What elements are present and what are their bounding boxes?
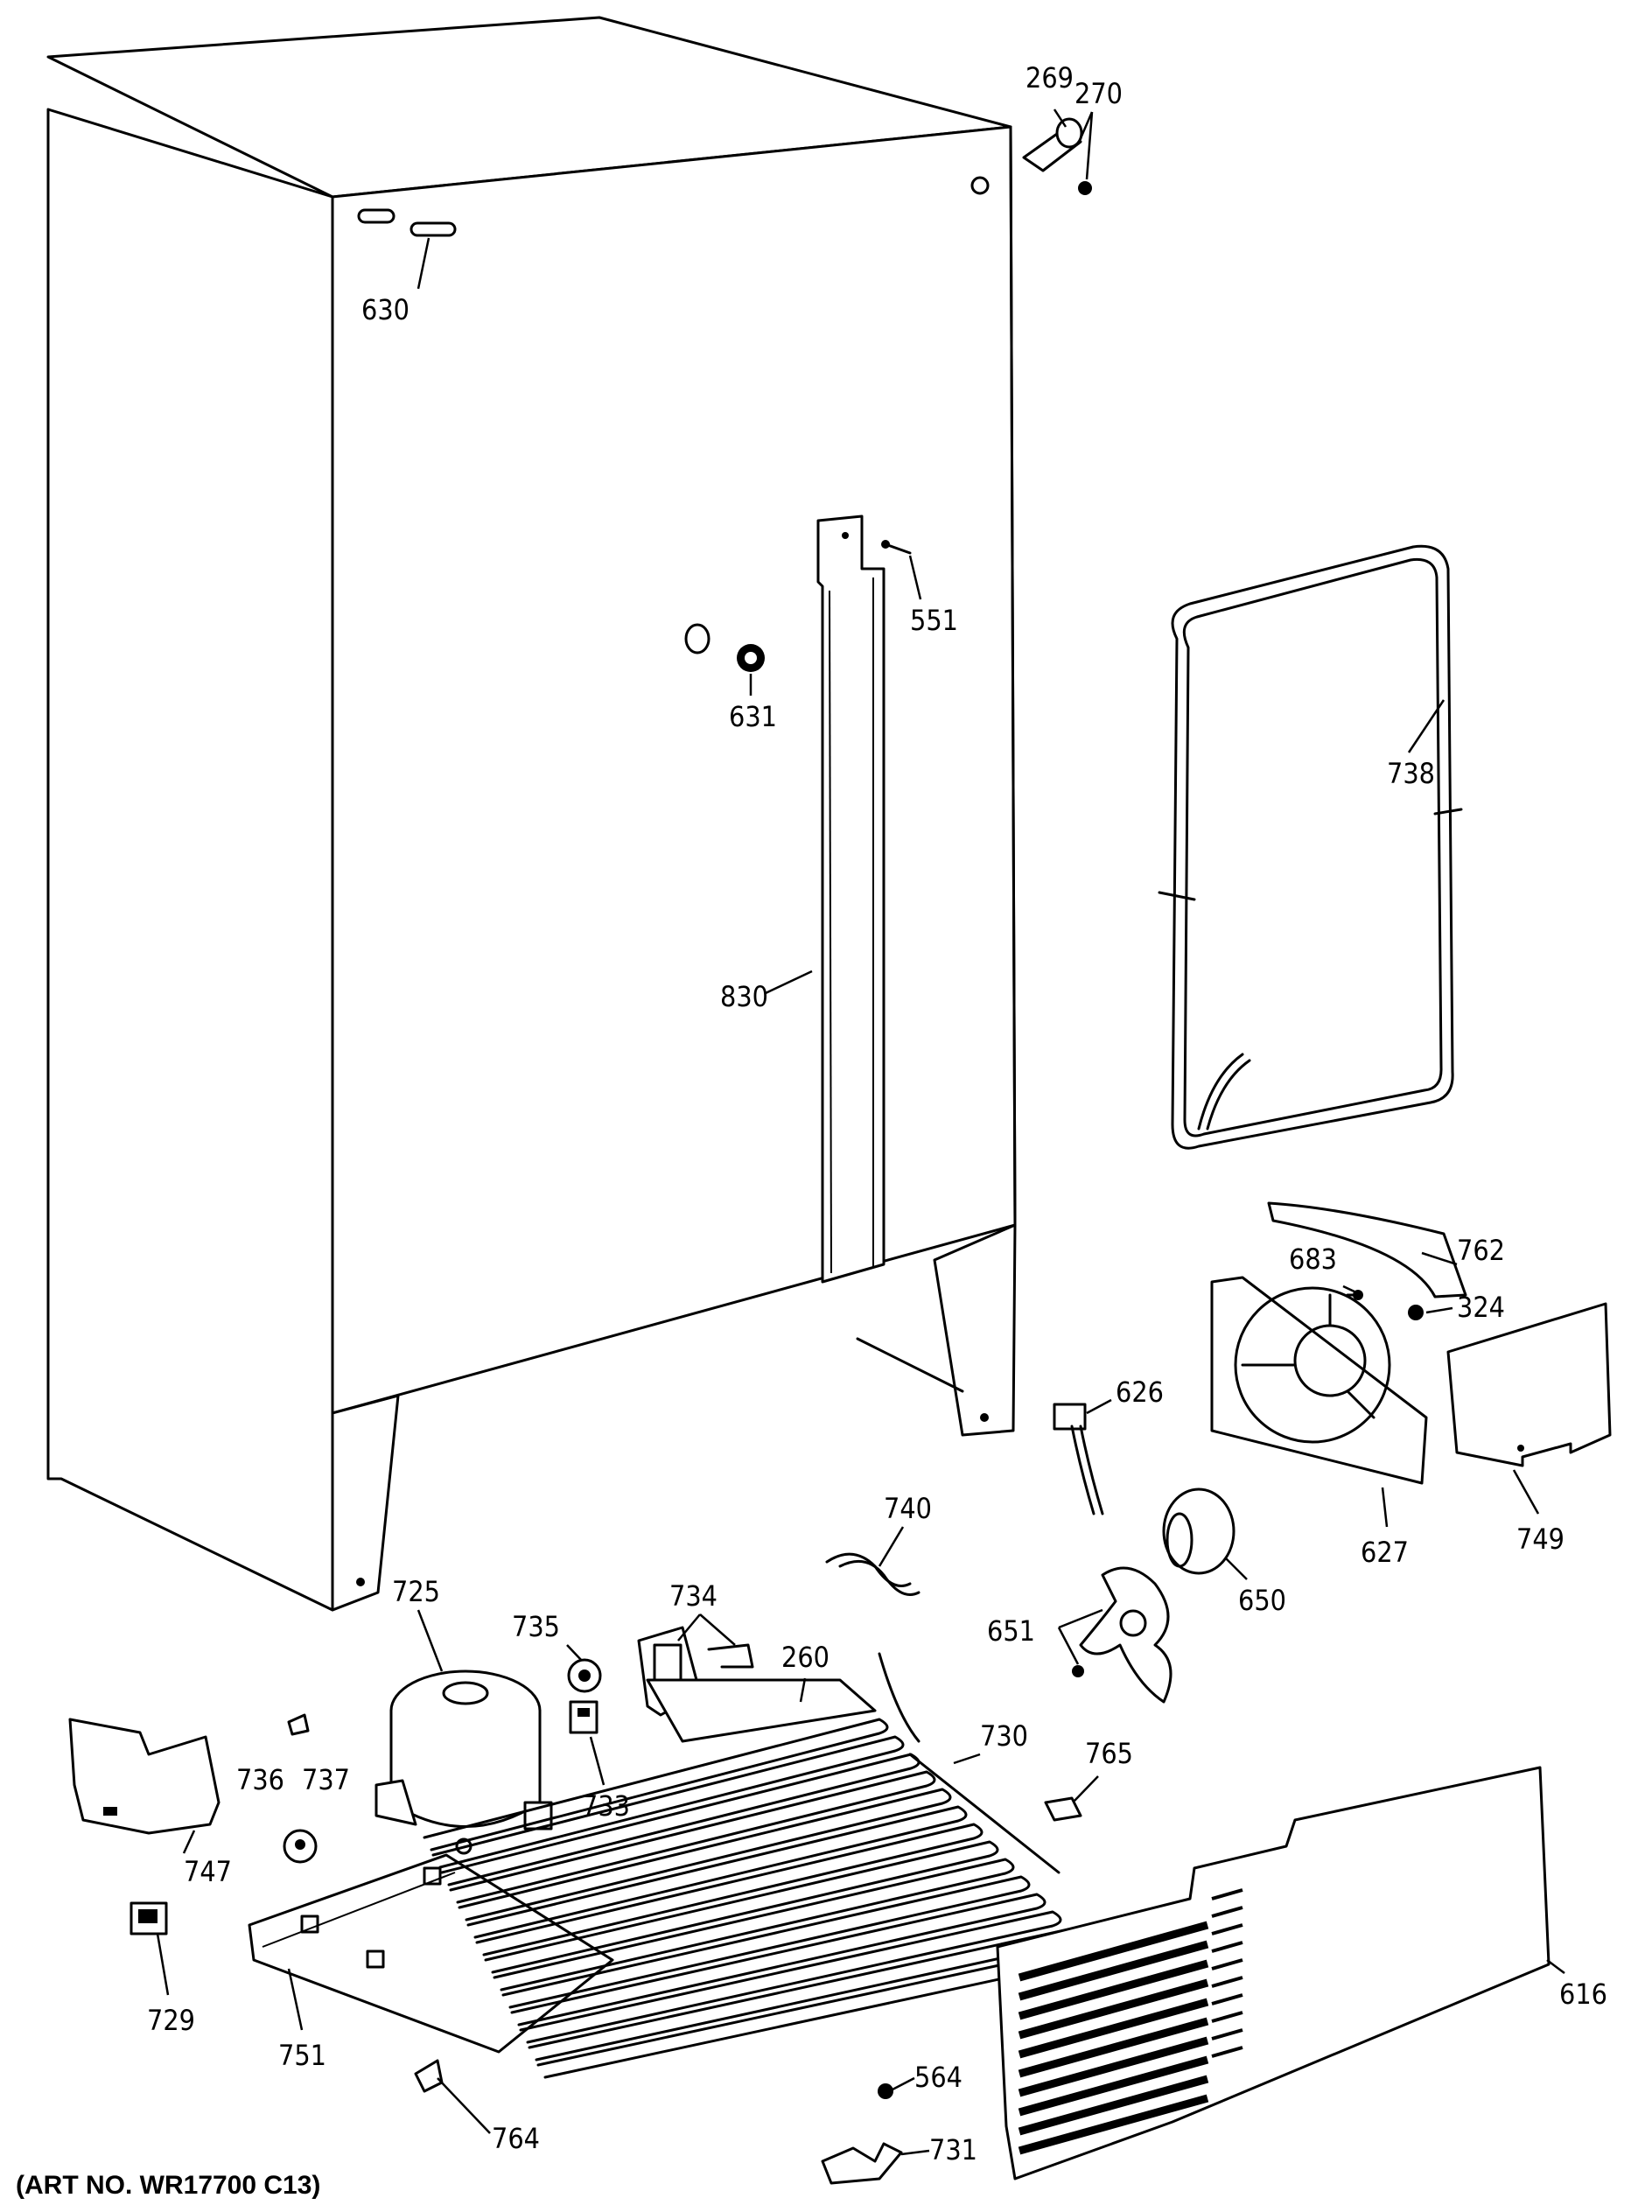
grille-vent <box>1211 1993 1243 2006</box>
grille-slot <box>1018 2094 1209 2155</box>
label-630: 630 <box>361 293 410 326</box>
label-735: 735 <box>512 1610 560 1643</box>
grille-slot <box>1018 1978 1209 2040</box>
grille-slot <box>1018 1921 1209 1982</box>
label-651: 651 <box>987 1614 1035 1648</box>
tube-clamp-part <box>1044 1796 1082 1822</box>
label-627: 627 <box>1361 1536 1409 1569</box>
coil-tube <box>475 1823 984 1956</box>
grille-vent <box>1211 1976 1243 1988</box>
coil-tube <box>466 1805 968 1939</box>
grille-slot <box>1018 1959 1209 2020</box>
grille-vent <box>1211 2046 1243 2058</box>
grille-slot <box>1018 2017 1209 2078</box>
coil-tube <box>528 1928 1078 2062</box>
condenser-fan-blade-part <box>1072 1566 1172 1704</box>
refrigerator-cabinet <box>46 16 1017 1612</box>
label-765: 765 <box>1085 1737 1133 1770</box>
coil-tube <box>449 1770 936 1904</box>
label-764: 764 <box>492 2122 540 2155</box>
capacitor-part <box>130 1901 168 1936</box>
door-gasket-part <box>1158 544 1463 1150</box>
part-number-labels: 269 270 630 551 631 738 830 762 683 324 … <box>147 61 1607 2166</box>
cover-panel-part <box>1446 1302 1612 1467</box>
grille-vent <box>1211 1888 1243 1900</box>
label-733: 733 <box>582 1789 630 1823</box>
grille-vent <box>1211 2028 1243 2040</box>
label-736: 736 <box>236 1763 284 1796</box>
hinge-pin-part <box>1022 117 1092 195</box>
grille-vent <box>1211 1958 1243 1970</box>
label-551: 551 <box>910 604 958 637</box>
rear-grille-part <box>996 1766 1550 2180</box>
label-738: 738 <box>1387 757 1435 790</box>
terminal-cover-part <box>68 1718 220 1835</box>
condenser-fan-motor-part <box>1162 1488 1236 1575</box>
label-730: 730 <box>980 1719 1028 1753</box>
coil-tube <box>501 1875 1031 2009</box>
grille-vent <box>1211 1941 1243 1953</box>
drain-pan-part <box>248 1853 614 2054</box>
grille-slot <box>1018 2075 1209 2136</box>
fan-shroud-part <box>1210 1276 1428 1485</box>
label-737: 737 <box>302 1763 350 1796</box>
grille-slot <box>1018 2055 1209 2117</box>
label-650: 650 <box>1238 1584 1286 1617</box>
label-269: 269 <box>1026 61 1074 94</box>
label-751: 751 <box>278 2039 326 2072</box>
duct-strip-part <box>1267 1201 1467 1298</box>
label-747: 747 <box>184 1855 232 1888</box>
defrost-thermostat-part <box>1053 1403 1104 1516</box>
coil-tube <box>458 1788 952 1922</box>
label-734: 734 <box>669 1579 718 1613</box>
small-clips <box>283 1713 318 1864</box>
label-740: 740 <box>884 1492 932 1525</box>
coil-tube <box>484 1840 999 1974</box>
coil-tube <box>510 1893 1046 2026</box>
grille-vent <box>1211 1923 1243 1936</box>
label-270: 270 <box>1074 77 1123 110</box>
coil-tube <box>493 1858 1015 1992</box>
label-564: 564 <box>914 2061 962 2094</box>
label-725: 725 <box>392 1575 440 1608</box>
grille-slot <box>1018 1940 1209 2001</box>
art-number-caption: (ART NO. WR17700 C13) <box>16 2171 320 2200</box>
coil-tube <box>423 1718 889 1852</box>
fan-screws <box>1346 1290 1424 1320</box>
label-626: 626 <box>1116 1376 1164 1409</box>
label-830: 830 <box>720 980 768 1013</box>
label-260: 260 <box>781 1641 830 1674</box>
label-683: 683 <box>1289 1242 1337 1276</box>
small-fasteners <box>414 2059 903 2185</box>
label-324: 324 <box>1457 1291 1505 1324</box>
overload-part <box>569 1700 598 1734</box>
coil-tube <box>519 1910 1062 2044</box>
coil-tube <box>431 1735 905 1869</box>
label-631: 631 <box>729 700 777 733</box>
grille-vent <box>1211 2011 1243 2023</box>
grille-slot <box>1018 2036 1209 2097</box>
label-762: 762 <box>1457 1234 1505 1267</box>
grille-slot <box>1018 1998 1209 2059</box>
label-729: 729 <box>147 2004 195 2037</box>
leader-lines <box>156 108 1565 2156</box>
compressor-grommet-part <box>567 1658 602 1693</box>
label-749: 749 <box>1516 1522 1564 1556</box>
grille-vent <box>1211 1906 1243 1918</box>
coil-tube <box>440 1753 920 1886</box>
label-731: 731 <box>929 2133 977 2166</box>
label-616: 616 <box>1559 1978 1607 2011</box>
tube-clip-part <box>825 1552 920 1596</box>
